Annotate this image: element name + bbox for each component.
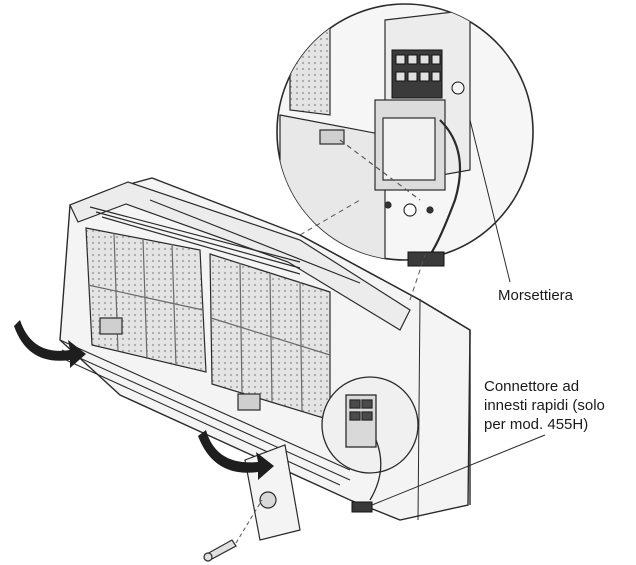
terminal-block-label: Morsettiera (498, 287, 574, 304)
quick-connector-label-line-2: innesti rapidi (solo (484, 397, 605, 414)
rotate-arrow-icon (198, 430, 274, 480)
lower-strip (59, 339, 351, 486)
screw-icon (203, 539, 237, 562)
terminal-block-icon (391, 49, 465, 99)
connector-detail-circle (321, 376, 419, 501)
air-filter-right (209, 253, 331, 421)
air-filter-left (85, 227, 207, 373)
rotate-arrow-icon (14, 320, 86, 368)
quick-connector-label-line-3: per mod. 455H) (484, 416, 589, 433)
leader-lines (371, 119, 546, 506)
connector-icon (351, 501, 373, 513)
front-grille (69, 181, 411, 331)
quick-connector-label: Connettore ad innesti rapidi (solo per m… (484, 377, 634, 434)
connector-icon (407, 251, 445, 267)
quick-connector-label-line-1: Connettore ad (484, 378, 580, 395)
projection-lines (299, 199, 426, 301)
